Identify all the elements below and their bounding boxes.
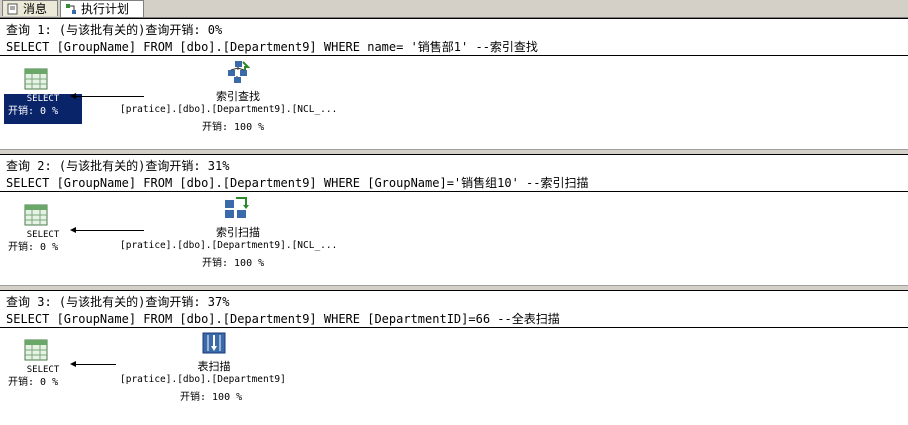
plan-arrow — [74, 364, 116, 365]
query-sql-line: SELECT [GroupName] FROM [dbo].[Departmen… — [6, 40, 538, 54]
operator-title: 索引查找 — [216, 90, 260, 103]
select-icon[interactable] — [24, 68, 48, 90]
select-node[interactable]: SELECT 开销: 0 % — [4, 230, 82, 260]
execution-plan-icon — [66, 4, 76, 14]
operator-title: 表扫描 — [197, 360, 231, 373]
operator-cost: 开销: 100 % — [202, 122, 265, 133]
operator-object: [pratice].[dbo].[Department9] — [120, 374, 286, 385]
tab-messages[interactable]: 消息 — [2, 0, 58, 16]
results-tab-bar: 消息 执行计划 — [0, 0, 908, 18]
plan-arrowhead — [70, 361, 76, 367]
operator-object: [pratice].[dbo].[Department9].[NCL_... — [120, 104, 338, 115]
plan-arrow — [74, 230, 144, 231]
operator-cost: 开销: 100 % — [180, 392, 243, 403]
operator-cost: 开销: 100 % — [202, 258, 265, 269]
operator-title: 索引扫描 — [216, 226, 260, 239]
plan-arrowhead — [70, 227, 76, 233]
select-node-cost: 开销: 0 % — [8, 377, 59, 388]
query-plan-2: 查询 2: (与该批有关的)查询开销: 31% SELECT [GroupNam… — [0, 154, 908, 289]
plan-separator[interactable] — [0, 285, 908, 290]
index-scan-icon[interactable] — [224, 196, 250, 220]
query-cost-line: 查询 2: (与该批有关的)查询开销: 31% — [6, 159, 230, 173]
select-node-label: SELECT — [26, 94, 60, 104]
select-node[interactable]: SELECT 开销: 0 % — [4, 94, 82, 124]
plan-arrowhead — [70, 93, 76, 99]
plan-separator[interactable] — [0, 149, 908, 154]
query-sql-line: SELECT [GroupName] FROM [dbo].[Departmen… — [6, 176, 589, 190]
select-node-cost: 开销: 0 % — [8, 106, 59, 117]
select-icon[interactable] — [24, 339, 48, 361]
select-icon[interactable] — [24, 204, 48, 226]
select-node-cost: 开销: 0 % — [8, 242, 59, 253]
operator-object: [pratice].[dbo].[Department9].[NCL_... — [120, 240, 338, 251]
query-header: 查询 1: (与该批有关的)查询开销: 0% SELECT [GroupName… — [0, 18, 908, 56]
tab-execution-plan-label: 执行计划 — [81, 2, 130, 16]
tab-messages-label: 消息 — [23, 2, 48, 16]
index-seek-icon[interactable] — [226, 60, 250, 84]
query-header: 查询 3: (与该批有关的)查询开销: 37% SELECT [GroupNam… — [0, 290, 908, 328]
query-header: 查询 2: (与该批有关的)查询开销: 31% SELECT [GroupNam… — [0, 154, 908, 192]
query-plan-3: 查询 3: (与该批有关的)查询开销: 37% SELECT [GroupNam… — [0, 290, 908, 425]
query-plan-1: 查询 1: (与该批有关的)查询开销: 0% SELECT [GroupName… — [0, 18, 908, 153]
tab-execution-plan[interactable]: 执行计划 — [60, 0, 144, 17]
message-icon — [7, 3, 18, 15]
select-node-label: SELECT — [26, 365, 60, 375]
select-node-label: SELECT — [26, 230, 60, 240]
query-sql-line: SELECT [GroupName] FROM [dbo].[Departmen… — [6, 312, 560, 326]
table-scan-icon[interactable] — [202, 332, 226, 354]
select-node[interactable]: SELECT 开销: 0 % — [4, 365, 82, 395]
plan-arrow — [74, 96, 144, 97]
query-cost-line: 查询 3: (与该批有关的)查询开销: 37% — [6, 295, 230, 309]
query-cost-line: 查询 1: (与该批有关的)查询开销: 0% — [6, 23, 223, 37]
